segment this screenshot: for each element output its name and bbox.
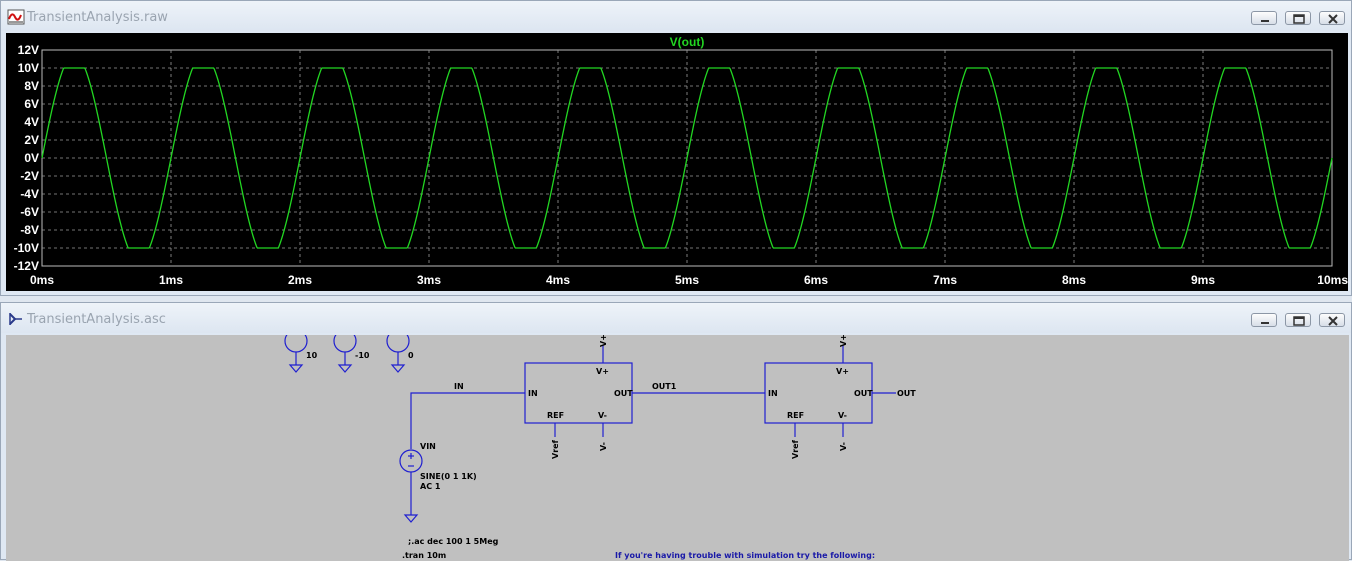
net-label-out1: OUT1 bbox=[652, 382, 677, 391]
maximize-icon bbox=[1293, 316, 1305, 326]
plot-maximize-button[interactable] bbox=[1285, 11, 1311, 25]
chart-title: V(out) bbox=[670, 35, 705, 49]
y-tick-label: -6V bbox=[20, 205, 39, 219]
y-tick-label: 0V bbox=[24, 151, 39, 165]
y-tick-label: 6V bbox=[24, 97, 39, 111]
x-tick-label: 0ms bbox=[30, 273, 54, 287]
y-tick-label: -4V bbox=[20, 187, 39, 201]
y-tick-label: 12V bbox=[18, 43, 39, 57]
supply-source-1-value: 10 bbox=[306, 351, 318, 360]
vin-source-name: VIN bbox=[420, 442, 436, 451]
schematic-drawing[interactable]: 10 -10 0 IN bbox=[6, 335, 1349, 561]
amp1-net-bottom: V- bbox=[599, 442, 608, 451]
vin-source-value: SINE(0 1 1K) bbox=[420, 472, 477, 481]
x-tick-label: 6ms bbox=[804, 273, 828, 287]
vin-source-ac: AC 1 bbox=[420, 482, 441, 491]
directive-tran[interactable]: .tran 10m bbox=[402, 551, 446, 560]
x-tick-label: 2ms bbox=[288, 273, 312, 287]
y-tick-label: -12V bbox=[14, 259, 39, 273]
x-tick-label: 4ms bbox=[546, 273, 570, 287]
y-tick-label: -10V bbox=[14, 241, 39, 255]
minimize-icon bbox=[1261, 322, 1269, 324]
close-icon bbox=[1328, 14, 1338, 24]
waveform-icon bbox=[7, 9, 25, 25]
schematic-maximize-button[interactable] bbox=[1285, 313, 1311, 327]
x-tick-label: 9ms bbox=[1191, 273, 1215, 287]
wire-in[interactable] bbox=[410, 392, 525, 449]
amp1-pin-in: IN bbox=[528, 389, 538, 398]
plot-window: TransientAnalysis.raw 12V 10V 8V 6V 4V 2V 0V -2… bbox=[0, 0, 1352, 296]
y-tick-label: 8V bbox=[24, 79, 39, 93]
plot-minimize-button[interactable] bbox=[1251, 11, 1277, 25]
y-tick-label: -8V bbox=[20, 223, 39, 237]
x-tick-label: 5ms bbox=[675, 273, 699, 287]
amp2-pin-out: OUT bbox=[854, 389, 873, 398]
vin-source[interactable] bbox=[399, 449, 423, 523]
maximize-icon bbox=[1293, 14, 1305, 24]
schematic-icon bbox=[9, 313, 22, 325]
amp1-pin-ref: REF bbox=[547, 411, 564, 420]
supply-source-2-value: -10 bbox=[355, 351, 370, 360]
x-tick-label: 8ms bbox=[1062, 273, 1086, 287]
close-icon bbox=[1328, 316, 1338, 326]
directive-ac[interactable]: ;.ac dec 100 1 5Meg bbox=[408, 537, 499, 546]
plot-close-button[interactable] bbox=[1319, 11, 1345, 25]
schematic-close-button[interactable] bbox=[1319, 313, 1345, 327]
schematic-canvas[interactable]: 10 -10 0 IN bbox=[6, 335, 1349, 561]
schematic-window-title: TransientAnalysis.asc bbox=[27, 312, 166, 327]
amp2-net-ref: Vref bbox=[791, 439, 800, 459]
schematic-window-titlebar[interactable]: TransientAnalysis.asc bbox=[1, 303, 1351, 333]
amp1-pin-vminus: V- bbox=[598, 411, 607, 420]
amp2-pin-in: IN bbox=[768, 389, 778, 398]
supply-source-1[interactable] bbox=[284, 335, 308, 373]
amp2-pin-vplus: V+ bbox=[836, 367, 849, 376]
amp2-net-top: V+ bbox=[839, 335, 848, 347]
amp1-pin-out: OUT bbox=[614, 389, 633, 398]
y-tick-label: 10V bbox=[18, 61, 39, 75]
amp2-pin-vminus: V- bbox=[838, 411, 847, 420]
plot-window-titlebar[interactable]: TransientAnalysis.raw bbox=[1, 1, 1351, 31]
plot-window-title: TransientAnalysis.raw bbox=[27, 10, 168, 25]
amp2-net-bottom: V- bbox=[839, 442, 848, 451]
y-tick-label: 2V bbox=[24, 133, 39, 147]
x-tick-label: 3ms bbox=[417, 273, 441, 287]
x-tick-label: 1ms bbox=[159, 273, 183, 287]
x-tick-label: 7ms bbox=[933, 273, 957, 287]
supply-source-2[interactable] bbox=[333, 335, 357, 373]
help-text: If you're having trouble with simulation… bbox=[615, 551, 875, 560]
schematic-minimize-button[interactable] bbox=[1251, 313, 1277, 327]
minimize-icon bbox=[1261, 20, 1269, 22]
net-label-in: IN bbox=[454, 382, 464, 391]
supply-source-3-value: 0 bbox=[408, 351, 414, 360]
amp1-pin-vplus: V+ bbox=[596, 367, 609, 376]
supply-source-3[interactable] bbox=[386, 335, 410, 373]
amplifier-2[interactable] bbox=[764, 345, 896, 437]
schematic-window: TransientAnalysis.asc 10 bbox=[0, 302, 1352, 561]
amp1-net-top: V+ bbox=[599, 335, 608, 347]
amp2-pin-ref: REF bbox=[787, 411, 804, 420]
y-tick-label: 4V bbox=[24, 115, 39, 129]
net-label-out: OUT bbox=[897, 389, 916, 398]
x-tick-label: 10ms bbox=[1317, 273, 1348, 287]
series-line-vout[interactable] bbox=[41, 67, 1333, 249]
amp1-net-ref: Vref bbox=[551, 439, 560, 459]
y-tick-label: -2V bbox=[20, 169, 39, 183]
